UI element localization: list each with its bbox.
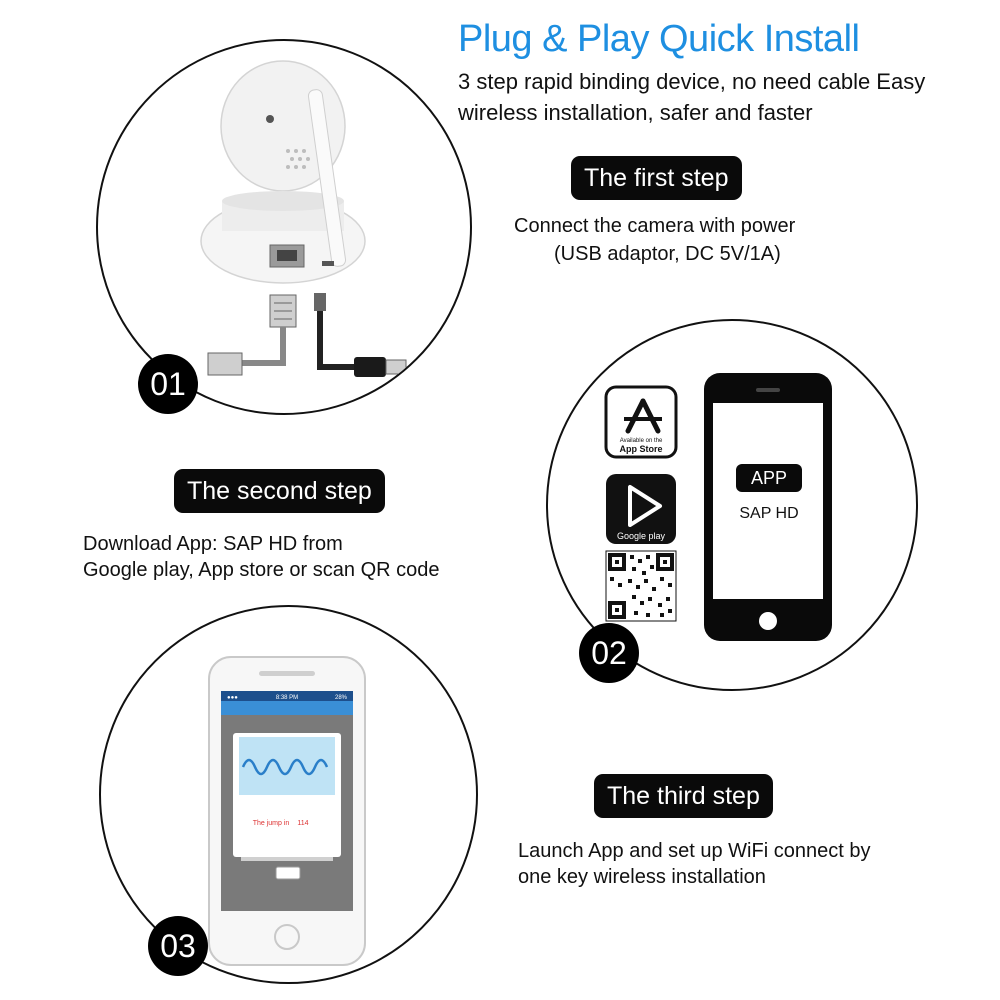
phone-illustration: APP SAP HD xyxy=(704,373,832,641)
qr-code-icon xyxy=(605,550,677,622)
step2-description-line2: Google play, App store or scan QR code xyxy=(83,559,440,581)
app-store-icon: Available on the App Store xyxy=(604,385,678,459)
step3-label: The third step xyxy=(594,774,773,818)
step3-description-line1: Launch App and set up WiFi connect by xyxy=(518,840,871,862)
smartphone-illustration: ●●● 8:38 PM 28% The jump in 114 xyxy=(208,656,366,966)
wave-icon xyxy=(241,758,329,776)
step2-illustration: Available on the App Store Google play xyxy=(546,319,918,691)
page-subtitle: 3 step rapid binding device, no need cab… xyxy=(458,69,926,125)
step1-badge: 01 xyxy=(138,354,198,414)
phone-app-badge: APP xyxy=(751,468,787,488)
step1-illustration xyxy=(96,39,472,415)
google-play-text: Google play xyxy=(617,531,666,541)
usb-plug-icon xyxy=(314,293,407,377)
phone-app-name: SAP HD xyxy=(739,505,798,522)
screen-time: 8:38 PM xyxy=(276,695,298,701)
step2-label: The second step xyxy=(174,469,385,513)
step3-description-line2: one key wireless installation xyxy=(518,866,766,888)
step2-badge: 02 xyxy=(579,623,639,683)
step2-description-line1: Download App: SAP HD from xyxy=(83,533,343,555)
step1-description-line2: (USB adaptor, DC 5V/1A) xyxy=(554,243,781,265)
screen-jump-value: 114 xyxy=(297,820,308,827)
page-title: Plug & Play Quick Install xyxy=(458,18,860,60)
app-store-text-line2: App Store xyxy=(619,444,662,454)
google-play-icon: Google play xyxy=(606,474,676,544)
app-store-text-line1: Available on the xyxy=(620,438,663,444)
svg-text:●●●: ●●● xyxy=(227,695,238,701)
step3-badge: 03 xyxy=(148,916,208,976)
step1-label: The first step xyxy=(571,156,742,200)
camera-illustration xyxy=(200,60,407,377)
ethernet-plug-icon xyxy=(207,294,297,376)
step1-description-line1: Connect the camera with power xyxy=(514,215,796,237)
screen-jump-text: The jump in xyxy=(253,820,290,827)
screen-battery: 28% xyxy=(335,695,348,701)
